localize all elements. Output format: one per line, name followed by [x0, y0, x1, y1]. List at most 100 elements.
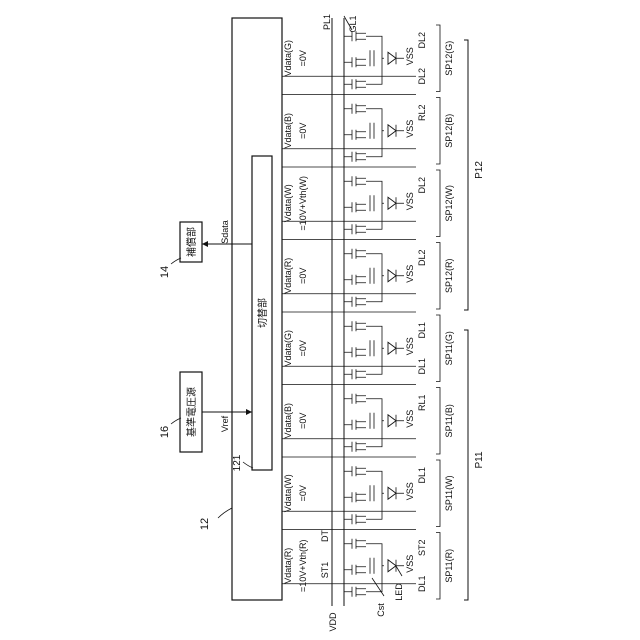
transistor-symbol	[344, 224, 366, 234]
transistor-symbol	[344, 539, 366, 549]
vdata-label: Vdata(R)	[283, 548, 293, 584]
subpixel-label: SP12(G)	[444, 41, 454, 76]
reference-voltage-source-label: 基準電圧源	[185, 387, 198, 437]
transistor-symbol	[344, 202, 366, 212]
led-icon	[388, 52, 396, 64]
vdata-label: Vdata(G)	[283, 330, 293, 367]
vss-label: VSS	[405, 482, 415, 500]
pixel-wiring	[366, 471, 384, 519]
pixel-wiring	[366, 181, 384, 229]
subpixel-bracket	[436, 243, 440, 310]
pixel-circuit	[344, 176, 366, 234]
vdata-value: =0V	[298, 340, 308, 356]
capacitor-symbol	[370, 558, 374, 574]
led-icon	[388, 487, 396, 499]
line-label-top: RL1	[417, 394, 427, 411]
vdata-value: =0V	[298, 50, 308, 66]
pixel-wiring	[366, 109, 384, 157]
data-driver-leader	[218, 508, 232, 518]
p12-label: P12	[474, 161, 485, 179]
led-leader	[396, 566, 402, 576]
transistor-symbol	[344, 514, 366, 524]
pl1-label: PL1	[322, 14, 332, 30]
vdata-value: =0V	[298, 413, 308, 429]
pixel-wiring	[366, 254, 384, 302]
subpixel-label: SP11(W)	[444, 475, 454, 511]
capacitor-symbol	[370, 413, 374, 429]
transistor-symbol	[344, 79, 366, 89]
cst-label: Cst	[376, 603, 386, 617]
transistor-symbol	[344, 57, 366, 67]
subpixel-label: SP11(R)	[444, 549, 454, 583]
transistor-symbol	[344, 492, 366, 502]
transistor-symbol	[344, 321, 366, 331]
transistor-symbol	[344, 369, 366, 379]
dt-label: DT	[320, 530, 330, 542]
pixel-circuit	[344, 104, 366, 162]
st1-label: ST1	[320, 562, 330, 579]
transistor-symbol	[344, 347, 366, 357]
capacitor-symbol	[370, 268, 374, 284]
pixel-wiring	[366, 36, 384, 84]
vss-label: VSS	[405, 410, 415, 428]
vdata-label: Vdata(B)	[283, 403, 293, 439]
line-label-bottom: DL2	[417, 68, 427, 85]
led-icon	[388, 560, 396, 572]
compensation-unit-label: 補償部	[185, 227, 198, 257]
transistor-symbol	[344, 587, 366, 597]
vdata-value: =0V	[298, 268, 308, 284]
switch-label: 切替部	[256, 298, 269, 328]
pixel-circuit	[344, 539, 366, 597]
vss-label: VSS	[405, 337, 415, 355]
subpixel-label: SP12(R)	[444, 258, 454, 293]
pixel-circuit	[344, 466, 366, 524]
led-icon	[388, 270, 396, 282]
line-label-top: DL1	[417, 322, 427, 339]
capacitor-symbol	[370, 340, 374, 356]
capacitor-symbol	[370, 50, 374, 66]
pixel-circuit	[344, 394, 366, 452]
subpixel-label: SP12(B)	[444, 114, 454, 148]
transistor-symbol	[344, 176, 366, 186]
transistor-symbol	[344, 394, 366, 404]
capacitor-symbol	[370, 195, 374, 211]
line-label-top: RL2	[417, 104, 427, 121]
gl1-label: GL1	[348, 15, 358, 32]
line-label-top: DL1	[417, 467, 427, 484]
pixel-circuit	[344, 249, 366, 307]
transistor-symbol	[344, 104, 366, 114]
line-label-top: DL2	[417, 177, 427, 194]
transistor-symbol	[344, 275, 366, 285]
subpixel-bracket	[436, 533, 440, 600]
data-driver-ref: 12	[199, 518, 211, 530]
subpixel-bracket	[436, 315, 440, 382]
line-label-top: DL2	[417, 249, 427, 266]
vdata-label: Vdata(W)	[283, 474, 293, 512]
vdata-value: =10V+Vth(W)	[298, 176, 308, 231]
vss-label: VSS	[405, 265, 415, 283]
vdata-label: Vdata(R)	[283, 258, 293, 294]
led-icon	[388, 125, 396, 137]
transistor-symbol	[344, 152, 366, 162]
led-icon	[388, 415, 396, 427]
led-icon	[388, 197, 396, 209]
vdata-label: Vdata(B)	[283, 113, 293, 149]
line-label-top: ST2	[417, 539, 427, 556]
pixel-wiring	[366, 399, 384, 447]
subpixel-bracket	[436, 25, 440, 92]
vdata-value: =10V+Vth(R)	[298, 539, 308, 592]
sdata-arrow-icon	[202, 241, 208, 247]
capacitor-symbol	[370, 485, 374, 501]
vss-label: VSS	[405, 47, 415, 65]
pixel-circuit	[344, 31, 366, 89]
vdata-label: Vdata(G)	[283, 40, 293, 77]
p12-brace	[464, 40, 468, 310]
vss-label: VSS	[405, 555, 415, 573]
transistor-symbol	[344, 466, 366, 476]
pixel-wiring	[366, 544, 384, 592]
sdata-label: Sdata	[220, 220, 230, 244]
transistor-symbol	[344, 249, 366, 259]
subpixel-label: SP11(B)	[444, 404, 454, 437]
line-label-bottom: DL1	[417, 575, 427, 592]
